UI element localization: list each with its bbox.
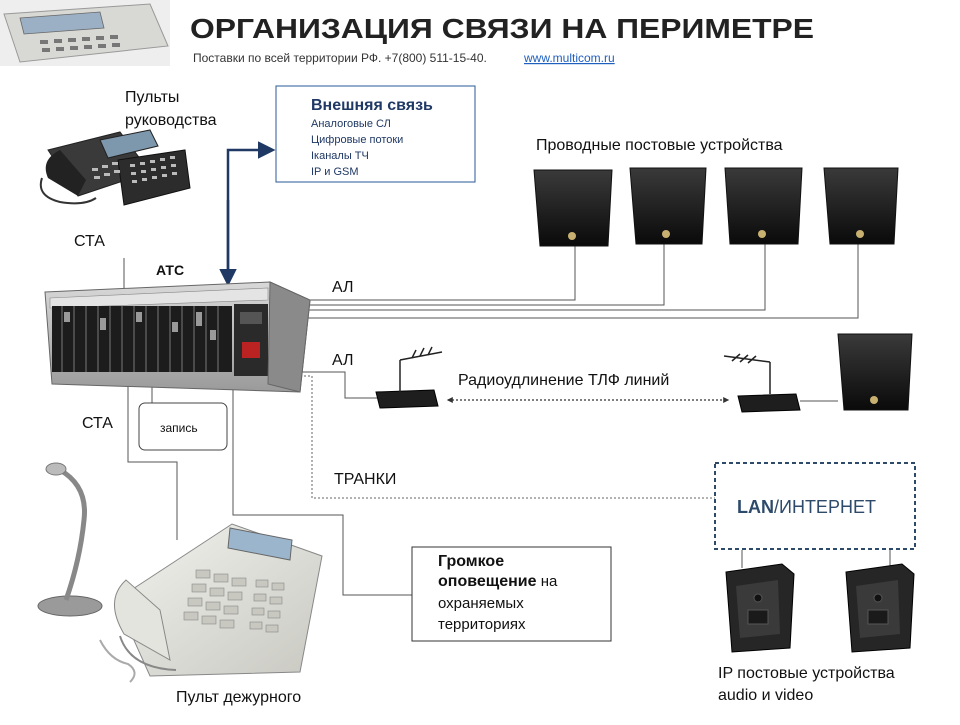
external-link-arrows (219, 141, 276, 287)
recording-box (138, 402, 228, 451)
manager-phone-image (39, 129, 191, 206)
manager-panels-label-line2: руководства (125, 112, 217, 129)
page-subtitle: Поставки по всей территории РФ. +7(800) … (193, 51, 487, 65)
external-comm-item: Аналоговые СЛ (311, 118, 391, 130)
page-title: ОРГАНИЗАЦИЯ СВЯЗИ НА ПЕРИМЕТРЕ (190, 13, 814, 44)
wired-post-device (533, 169, 613, 247)
wired-post-device (823, 167, 899, 245)
lan-label-rest: /ИНТЕРНЕТ (774, 497, 876, 517)
external-comm-title: Внешняя связь (311, 97, 433, 114)
manager-panels-label-line1: Пульты (125, 89, 179, 106)
header-phone-image (0, 0, 170, 66)
paging-line2-bold: оповещение (438, 573, 537, 590)
paging-box (411, 546, 612, 642)
ip-devices-label-line1: IP постовые устройства (718, 665, 895, 682)
radio-unit-left (375, 346, 443, 409)
wired-post-device (724, 167, 803, 245)
sta-bottom-label: СТА (82, 415, 113, 432)
paging-line4: территориях (438, 616, 526, 633)
radio-post-device (837, 333, 913, 411)
external-comm-item: Iканалы ТЧ (311, 150, 369, 162)
site-link[interactable]: www.multicom.ru (523, 51, 615, 65)
al-wired-label: АЛ (332, 279, 354, 296)
paging-line1: Громкое (438, 553, 504, 570)
duty-console-image (37, 462, 323, 683)
radio-extension-label: Радиоудлинение ТЛФ линий (458, 372, 669, 389)
wired-post-device (629, 167, 707, 245)
ip-post-device (725, 563, 795, 653)
lan-label: LAN/ИНТЕРНЕТ (737, 497, 876, 517)
sta-top-label: СТА (74, 233, 105, 250)
radio-unit-right (723, 353, 801, 413)
lan-label-lan: LAN (737, 497, 774, 517)
paging-line2-rest: на (537, 573, 558, 590)
duty-console-label: Пульт дежурного (176, 689, 301, 706)
wired-devices-label: Проводные постовые устройства (536, 137, 783, 154)
external-comm-box (275, 85, 476, 183)
trunks-label: ТРАНКИ (334, 471, 396, 488)
paging-line3: охраняемых (438, 595, 524, 612)
lan-box (714, 462, 916, 550)
paging-text: Громкое оповещение на охраняемых террито… (438, 553, 562, 633)
al-radio-label: АЛ (332, 352, 354, 369)
ats-label: АТС (156, 262, 184, 278)
ip-post-device (845, 563, 915, 653)
ats-rack-image (44, 281, 311, 393)
external-comm-item: IP и GSM (311, 166, 359, 178)
external-comm-item: Цифровые потоки (311, 134, 403, 146)
ip-devices-label-line2: audio и video (718, 687, 813, 704)
recording-label: запись (160, 421, 198, 435)
